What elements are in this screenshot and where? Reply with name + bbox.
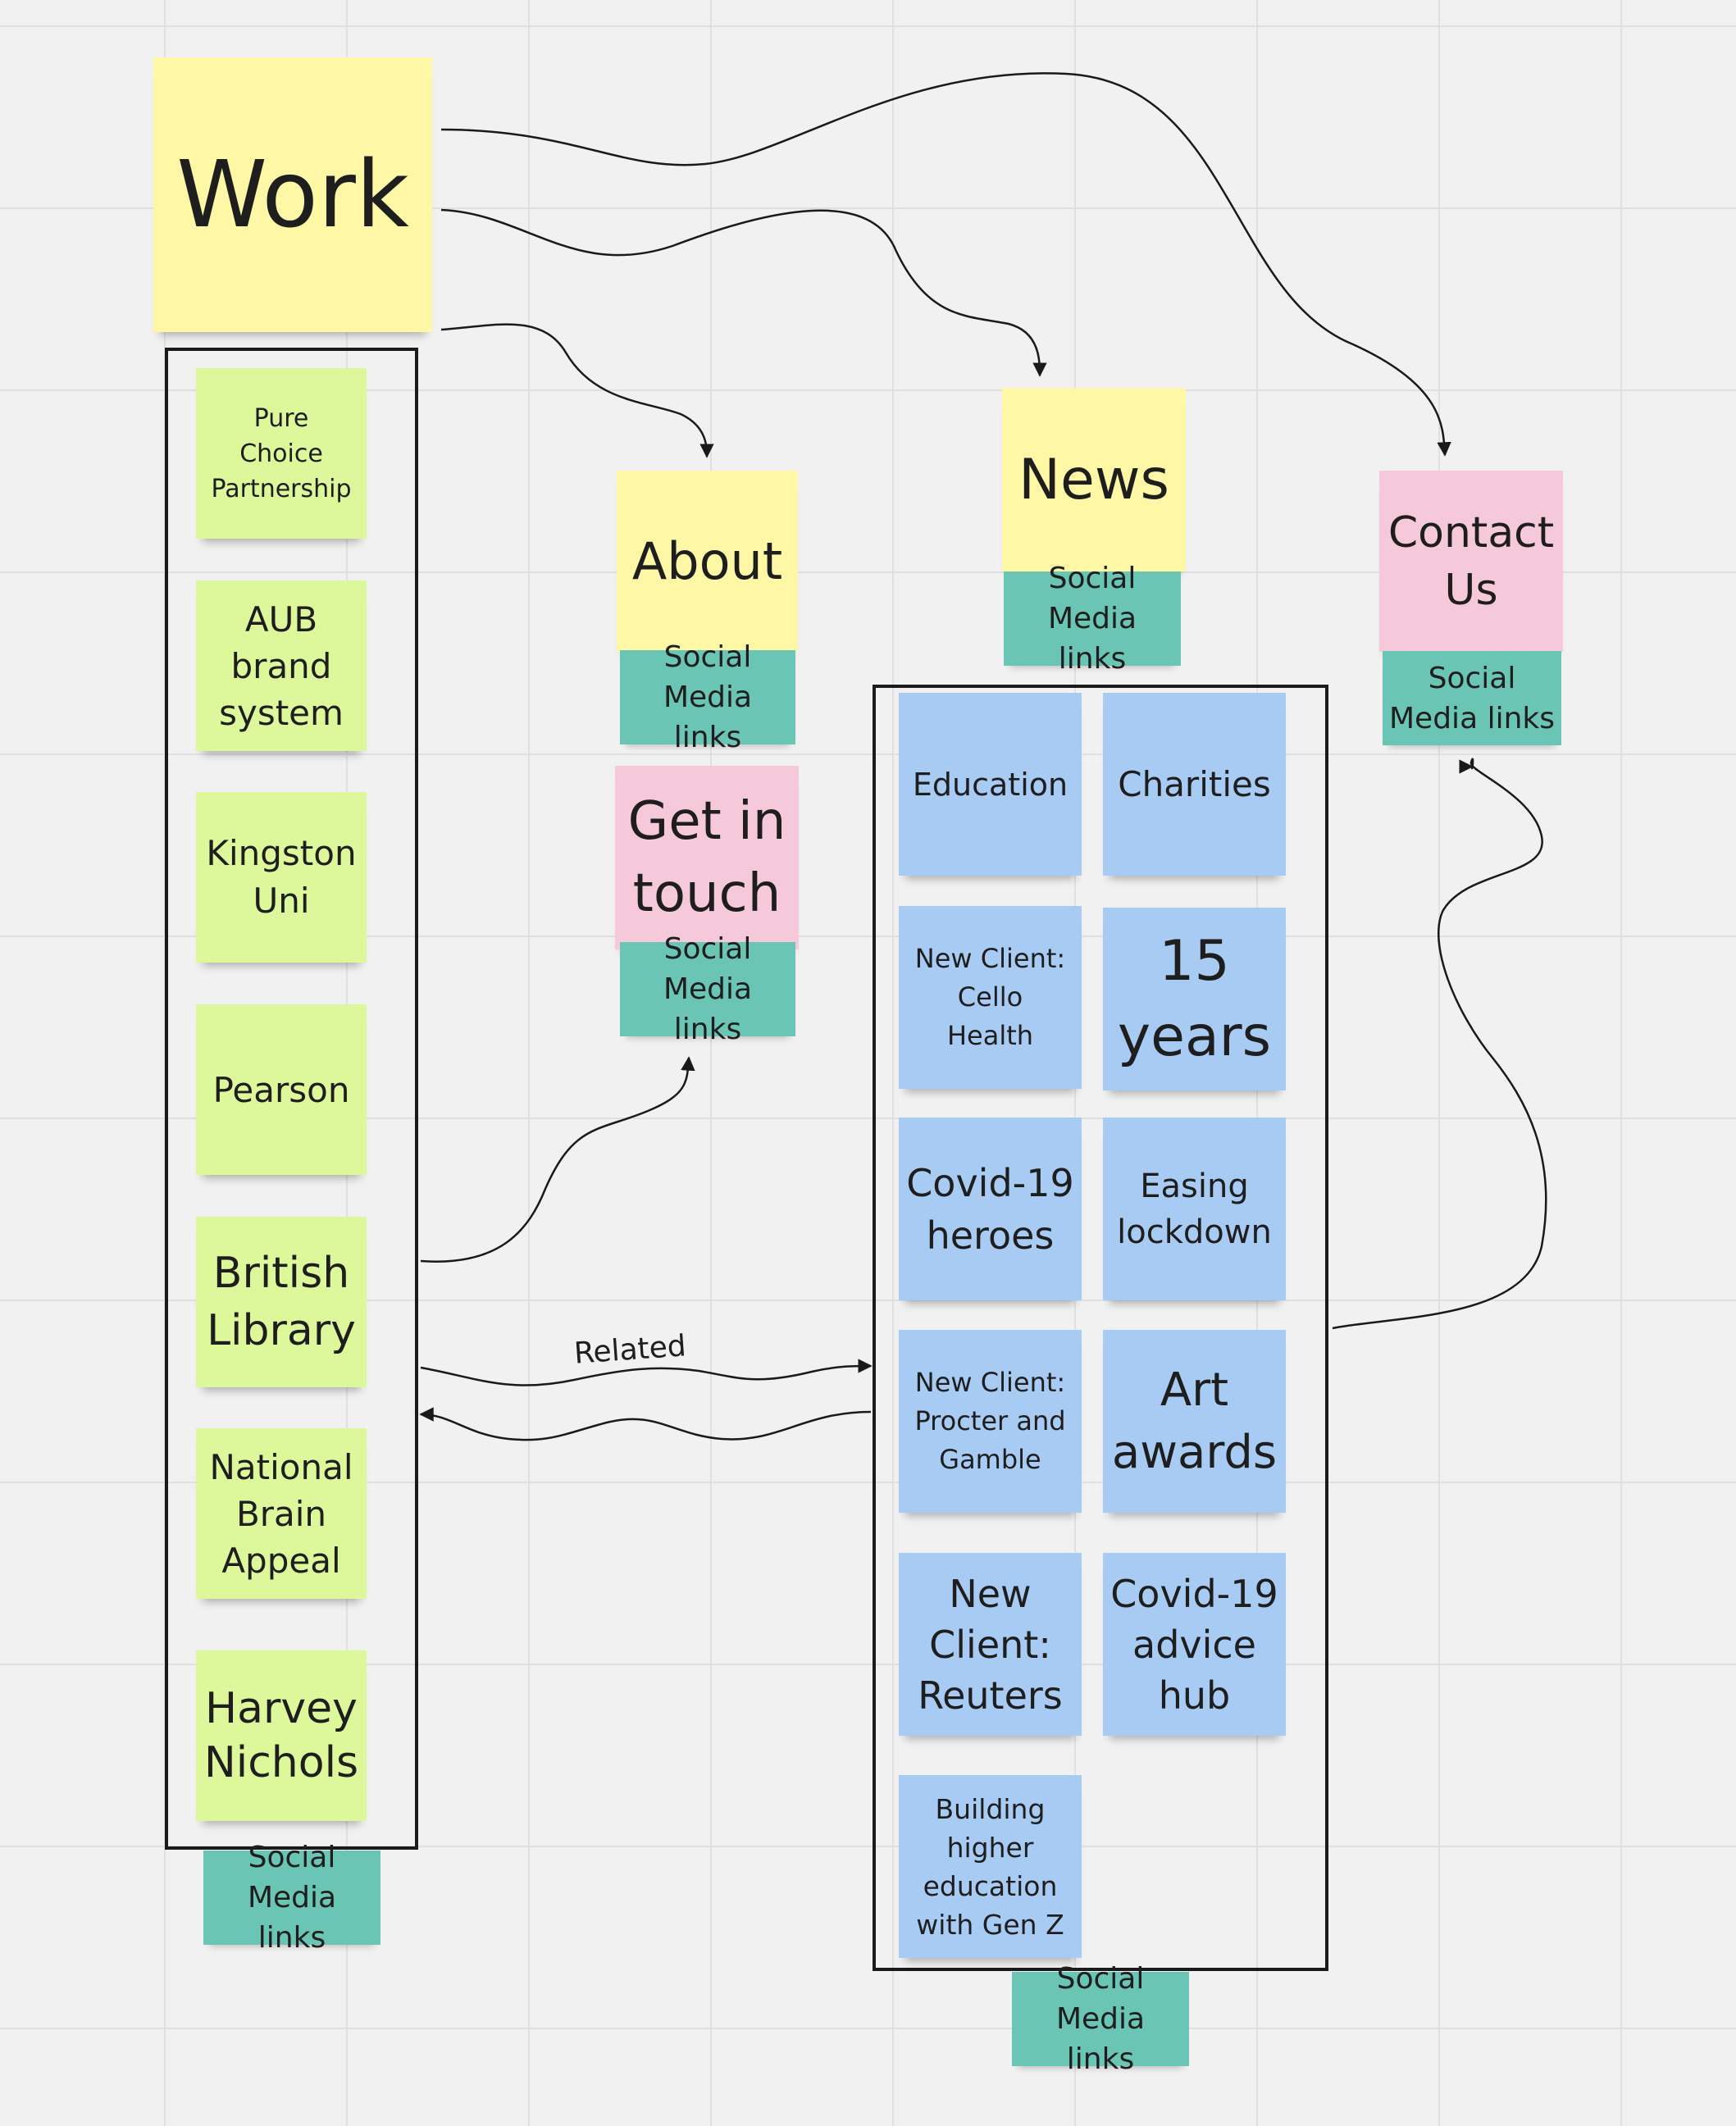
sticky-note-text: Easing lockdown xyxy=(1117,1167,1272,1251)
sticky-note-get-in-touch[interactable]: Get in touch xyxy=(615,766,799,949)
sticky-note-text: New Client: Cello Health xyxy=(914,943,1066,1051)
work-items-frame[interactable] xyxy=(165,348,418,1850)
sticky-note-text: New Client: Procter and Gamble xyxy=(914,1367,1066,1475)
sticky-note-text: Pearson xyxy=(212,1069,350,1110)
connector-work-to-news[interactable] xyxy=(440,208,1047,377)
sticky-note-work-text: Work xyxy=(176,141,409,248)
sticky-note-work[interactable]: Work xyxy=(153,57,432,332)
sticky-note-text: Social Media links xyxy=(663,640,753,754)
sticky-note-text: Contact Us xyxy=(1387,508,1555,615)
sticky-note-contact-us[interactable]: Contact Us xyxy=(1379,471,1563,652)
sticky-note-text: About xyxy=(631,531,783,591)
sticky-note-news[interactable]: News xyxy=(1002,388,1186,571)
sticky-note-social-media-links-about[interactable]: Social Media links xyxy=(620,640,795,754)
sticky-note-british-library[interactable]: British Library xyxy=(196,1217,367,1387)
sticky-note-text: Social Media links xyxy=(1389,661,1555,735)
sticky-note-art-awards[interactable]: Art awards xyxy=(1103,1330,1286,1513)
sticky-note-text: Covid-19 heroes xyxy=(906,1160,1074,1258)
sticky-note-text: Building higher education with Gen Z xyxy=(916,1792,1064,1941)
sticky-note-new-client-procter-and-gamble[interactable]: New Client: Procter and Gamble xyxy=(899,1330,1082,1513)
sticky-note-charities[interactable]: Charities xyxy=(1103,693,1286,876)
sticky-note-social-media-links-work[interactable]: Social Media links xyxy=(203,1841,380,1955)
sticky-note-pearson[interactable]: Pearson xyxy=(196,1004,367,1175)
sticky-note-about[interactable]: About xyxy=(617,471,798,652)
connector-related-label: Related xyxy=(567,1328,692,1372)
sticky-note-text: Social Media links xyxy=(247,1841,337,1955)
sticky-note-covid-19-heroes[interactable]: Covid-19 heroes xyxy=(899,1118,1082,1300)
sticky-note-pure-choice-partnership[interactable]: Pure Choice Partnership xyxy=(196,368,367,539)
connector-related-forward[interactable] xyxy=(420,1359,873,1386)
sticky-note-social-media-links-news[interactable]: Social Media links xyxy=(1004,562,1181,676)
sticky-note-text: Pure Choice Partnership xyxy=(211,403,352,503)
sticky-note-text: Covid-19 advice hub xyxy=(1110,1571,1278,1718)
sticky-note-text: Kingston Uni xyxy=(206,833,357,921)
sticky-note-text: National Brain Appeal xyxy=(209,1446,353,1581)
sticky-note-social-media-links-contact[interactable]: Social Media links xyxy=(1383,651,1561,745)
sticky-note-kingston-uni[interactable]: Kingston Uni xyxy=(196,792,367,963)
sticky-note-text: Art awards xyxy=(1111,1363,1278,1479)
sticky-note-building-higher-education-with-gen-z[interactable]: Building higher education with Gen Z xyxy=(899,1775,1082,1958)
sticky-note-text: British Library xyxy=(207,1249,356,1355)
sticky-note-new-client-reuters[interactable]: New Client: Reuters xyxy=(899,1553,1082,1736)
sticky-note-national-brain-appeal[interactable]: National Brain Appeal xyxy=(196,1428,367,1599)
sticky-note-text: Social Media links xyxy=(1047,562,1137,676)
sticky-note-easing-lockdown[interactable]: Easing lockdown xyxy=(1103,1118,1286,1300)
sticky-note-text: News xyxy=(1018,447,1169,512)
sticky-note-social-media-links-get-in-touch[interactable]: Social Media links xyxy=(620,932,795,1046)
connector-work-to-contact[interactable] xyxy=(440,72,1451,457)
sticky-note-text: Social Media links xyxy=(1055,1962,1146,2076)
sticky-note-text: Harvey Nichols xyxy=(203,1684,359,1787)
sticky-note-aub-brand-system[interactable]: AUB brand system xyxy=(196,580,367,751)
sticky-note-harvey-nichols[interactable]: Harvey Nichols xyxy=(196,1650,367,1821)
news-items-frame[interactable] xyxy=(873,685,1328,1971)
sticky-note-text: New Client: Reuters xyxy=(918,1571,1063,1718)
connector-news-to-contact[interactable] xyxy=(1332,758,1547,1330)
sticky-note-covid-19-advice-hub[interactable]: Covid-19 advice hub xyxy=(1103,1553,1286,1736)
sticky-note-text: Charities xyxy=(1118,764,1271,804)
sticky-note-text: Get in touch xyxy=(627,791,786,924)
sticky-note-education[interactable]: Education xyxy=(899,693,1082,876)
sticky-note-new-client-cello-health[interactable]: New Client: Cello Health xyxy=(899,906,1082,1089)
connector-british-library-to-about[interactable] xyxy=(420,1056,695,1263)
sticky-note-text: AUB brand system xyxy=(219,599,344,733)
sticky-note-text: Education xyxy=(912,766,1068,803)
sticky-note-15-years[interactable]: 15 years xyxy=(1103,908,1286,1090)
connector-related-back[interactable] xyxy=(419,1407,872,1441)
sticky-note-social-media-links-news-items[interactable]: Social Media links xyxy=(1012,1962,1189,2076)
connector-work-to-about[interactable] xyxy=(440,323,714,458)
sticky-note-text: 15 years xyxy=(1117,928,1272,1069)
sticky-note-text: Social Media links xyxy=(663,932,753,1046)
